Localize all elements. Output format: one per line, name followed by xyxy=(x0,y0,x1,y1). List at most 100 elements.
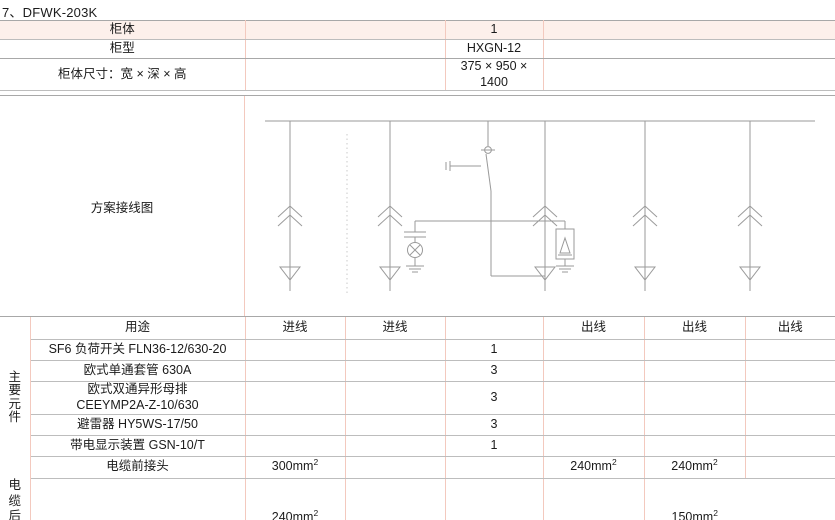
component-name: 电缆后接头 xyxy=(0,478,31,520)
qty-incoming-1 xyxy=(245,435,346,457)
qty-outgoing-1 xyxy=(445,478,544,520)
row-value: HXGN-12 xyxy=(445,39,544,59)
qty-outgoing-3 xyxy=(745,456,835,479)
row-spacer xyxy=(543,58,835,92)
qty-outgoing-1: 240mm2 xyxy=(543,456,645,479)
qty-outgoing-1 xyxy=(543,414,645,436)
row-label: 柜体 xyxy=(0,20,246,40)
qty-middle: 3 xyxy=(445,360,544,382)
table-row-component: 电缆后接头 240mm2 150mm2 xyxy=(0,478,835,520)
table-row-component: 电缆前接头 300mm2 240mm2 240mm2 xyxy=(0,456,835,479)
page-title: 7、DFWK-203K xyxy=(2,5,98,20)
component-name: 避雷器 HY5WS-17/50 xyxy=(30,414,246,436)
component-name-line-1: 欧式双通异形母排 xyxy=(87,381,188,396)
table-row-cabinet-dimensions: 柜体尺寸：宽 × 深 × 高 375 × 950 × 1400 xyxy=(0,58,835,92)
row-spacer xyxy=(543,20,835,40)
qty-incoming-1 xyxy=(245,339,346,361)
qty-outgoing-3 xyxy=(745,381,835,415)
qty-outgoing-1 xyxy=(543,360,645,382)
column-header-middle xyxy=(445,317,544,340)
qty-middle xyxy=(345,478,446,520)
qty-middle: 3 xyxy=(445,381,544,415)
column-header-incoming-2: 进线 xyxy=(345,317,446,340)
qty-outgoing-2 xyxy=(644,381,746,415)
row-value: 375 × 950 × 1400 xyxy=(445,58,544,92)
schematic-row: 方案接线图 xyxy=(0,95,835,317)
cabinet-spec-table: 柜体 1 柜型 HXGN-12 柜体尺寸：宽 × 深 × 高 375 × 950… xyxy=(0,20,835,92)
qty-middle xyxy=(445,456,544,479)
component-name: SF6 负荷开关 FLN36-12/630-20 xyxy=(30,339,246,361)
table-row-component: SF6 负荷开关 FLN36-12/630-20 1 xyxy=(0,339,835,361)
qty-incoming-2 xyxy=(345,414,446,436)
qty-outgoing-2 xyxy=(644,435,746,457)
qty-outgoing-1 xyxy=(543,339,645,361)
row-spacer xyxy=(245,20,446,40)
row-spacer xyxy=(543,39,835,59)
qty-outgoing-2 xyxy=(543,478,645,520)
qty-outgoing-2 xyxy=(644,414,746,436)
qty-incoming-1 xyxy=(245,381,346,415)
qty-outgoing-3 xyxy=(745,435,835,457)
component-name: 带电显示装置 GSN-10/T xyxy=(30,435,246,457)
side-label-char: 元 xyxy=(8,396,21,411)
voltage-indicator-branch xyxy=(404,221,426,273)
table-row-component: 带电显示装置 GSN-10/T 1 xyxy=(0,435,835,457)
row-spacer xyxy=(245,39,446,59)
qty-middle: 3 xyxy=(445,414,544,436)
qty-incoming-2 xyxy=(345,456,446,479)
qty-outgoing-2 xyxy=(644,360,746,382)
row-label: 柜体尺寸：宽 × 深 × 高 xyxy=(0,58,246,92)
qty-incoming-2 xyxy=(345,435,446,457)
qty-incoming-1 xyxy=(245,360,346,382)
bay-2-incoming xyxy=(377,121,403,291)
bay-1-incoming xyxy=(277,121,303,291)
component-name: 欧式双通异形母排 CEEYMP2A-Z-10/630 xyxy=(30,381,246,415)
qty-outgoing-3 xyxy=(745,414,835,436)
qty-outgoing-3 xyxy=(745,339,835,361)
row-value: 1 xyxy=(445,20,544,40)
bay-4-outgoing xyxy=(532,121,558,291)
qty-outgoing-1 xyxy=(543,381,645,415)
qty-incoming-2: 240mm2 xyxy=(245,478,346,520)
indicator-lamp xyxy=(407,242,423,258)
table-row-component: 欧式单通套管 630A 3 xyxy=(0,360,835,382)
qty-outgoing-2 xyxy=(644,339,746,361)
qty-incoming-2 xyxy=(345,381,446,415)
qty-incoming-1 xyxy=(30,478,246,520)
side-label-main-components: 主 要 元 件 xyxy=(0,317,31,478)
qty-incoming-2 xyxy=(345,360,446,382)
bay-3-load-break-switch xyxy=(404,121,575,277)
column-header-outgoing-2: 出线 xyxy=(644,317,746,340)
table-row-component: 避雷器 HY5WS-17/50 3 xyxy=(0,414,835,436)
table-row-cabinet-model: 柜型 HXGN-12 xyxy=(0,39,835,59)
surge-arrester-branch xyxy=(555,221,575,273)
component-name: 电缆前接头 xyxy=(30,456,246,479)
component-name: 欧式单通套管 630A xyxy=(30,360,246,382)
column-header-use: 用途 xyxy=(30,317,246,340)
component-name-line-2: CEEYMP2A-Z-10/630 xyxy=(76,397,199,412)
side-label-char: 件 xyxy=(8,410,21,424)
qty-middle: 1 xyxy=(445,339,544,361)
column-header-outgoing-3: 出线 xyxy=(745,317,835,340)
bay-5-outgoing xyxy=(632,121,658,291)
qty-outgoing-3 xyxy=(745,360,835,382)
table-row-cabinet-count: 柜体 1 xyxy=(0,20,835,40)
column-header-outgoing-1: 出线 xyxy=(543,317,645,340)
qty-outgoing-3: 150mm2 xyxy=(644,478,745,520)
bay-6-outgoing xyxy=(737,121,763,291)
qty-outgoing-2: 240mm2 xyxy=(644,456,746,479)
schematic-label: 方案接线图 xyxy=(0,96,245,316)
side-label-char: 要 xyxy=(8,383,21,397)
qty-middle: 1 xyxy=(445,435,544,457)
row-label: 柜型 xyxy=(0,39,246,59)
qty-outgoing-1 xyxy=(543,435,645,457)
single-line-diagram-svg xyxy=(265,120,815,296)
side-label-char: 主 xyxy=(8,369,21,384)
table-header-row: 主 要 元 件 用途 进线 进线 出线 出线 出线 xyxy=(0,317,835,478)
qty-incoming-1: 300mm2 xyxy=(245,456,346,479)
column-header-incoming-1: 进线 xyxy=(245,317,346,340)
table-row-component: 欧式双通异形母排 CEEYMP2A-Z-10/630 3 xyxy=(0,381,835,415)
qty-incoming-1 xyxy=(245,414,346,436)
qty-incoming-2 xyxy=(345,339,446,361)
